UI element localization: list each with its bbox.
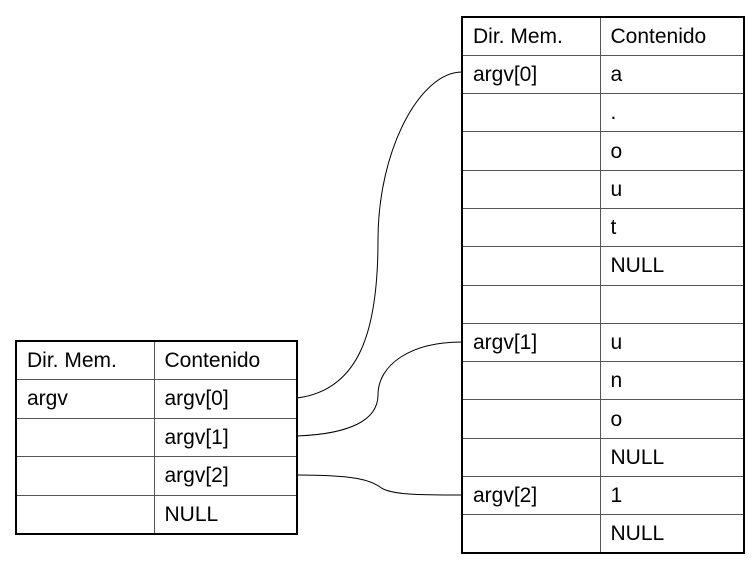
- address-cell: [461, 246, 601, 286]
- connector-argv0: [296, 71, 463, 399]
- address-cell: argv[2]: [461, 476, 601, 516]
- address-cell: [15, 456, 155, 496]
- content-cell: o: [599, 131, 745, 171]
- table-row: NULL: [461, 246, 745, 286]
- header-cell-content: Contenido: [599, 16, 745, 56]
- table-header-row: Dir. Mem. Contenido: [461, 16, 745, 56]
- address-cell: [461, 437, 601, 478]
- table-row: o: [461, 399, 745, 439]
- address-cell: [461, 399, 601, 439]
- table-header-row: Dir. Mem. Contenido: [15, 340, 298, 380]
- content-cell: [599, 284, 745, 324]
- header-cell-content: Contenido: [153, 340, 298, 380]
- table-row: t: [461, 207, 745, 248]
- content-cell: .: [599, 93, 745, 133]
- table-row: NULL: [15, 494, 298, 534]
- content-cell: NULL: [599, 514, 745, 554]
- table-row: .: [461, 93, 745, 133]
- content-cell: a: [599, 54, 745, 95]
- content-cell: NULL: [599, 246, 745, 286]
- table-row: u: [461, 169, 745, 209]
- content-cell: 1: [599, 476, 745, 516]
- content-cell: NULL: [153, 494, 298, 534]
- table-row: argv[0] a: [461, 54, 745, 95]
- address-cell: argv[0]: [461, 54, 601, 95]
- table-row: NULL: [461, 514, 745, 554]
- connector-argv2: [296, 474, 463, 496]
- content-cell: t: [599, 207, 745, 248]
- address-cell: [15, 494, 155, 534]
- table-row: argv argv[0]: [15, 379, 298, 419]
- table-row: argv[1] u: [461, 322, 745, 363]
- table-row: NULL: [461, 437, 745, 478]
- content-cell: u: [599, 322, 745, 363]
- address-cell: [461, 169, 601, 209]
- content-cell: o: [599, 399, 745, 439]
- connector-argv1: [296, 341, 463, 437]
- table-row: argv[2] 1: [461, 476, 745, 516]
- content-cell: n: [599, 361, 745, 401]
- table-row: o: [461, 131, 745, 171]
- content-cell: NULL: [599, 437, 745, 478]
- content-cell: argv[2]: [153, 456, 298, 496]
- header-cell-address: Dir. Mem.: [461, 16, 601, 56]
- address-cell: [461, 131, 601, 171]
- address-cell: [15, 417, 155, 457]
- table-row: argv[1]: [15, 417, 298, 457]
- table-row: argv[2]: [15, 456, 298, 496]
- content-cell: argv[0]: [153, 379, 298, 419]
- content-cell: argv[1]: [153, 417, 298, 457]
- content-cell: u: [599, 169, 745, 209]
- address-cell: argv[1]: [461, 322, 601, 363]
- address-cell: [461, 514, 601, 554]
- address-cell: [461, 93, 601, 133]
- argv-strings-table: Dir. Mem. Contenido argv[0] a . o u t NU…: [461, 16, 745, 555]
- header-cell-address: Dir. Mem.: [15, 340, 155, 380]
- table-row: n: [461, 361, 745, 401]
- address-cell: [461, 361, 601, 401]
- address-cell: [461, 284, 601, 324]
- address-cell: [461, 207, 601, 248]
- address-cell: argv: [15, 379, 155, 419]
- argv-pointer-table: Dir. Mem. Contenido argv argv[0] argv[1]…: [15, 340, 298, 535]
- table-row: [461, 284, 745, 324]
